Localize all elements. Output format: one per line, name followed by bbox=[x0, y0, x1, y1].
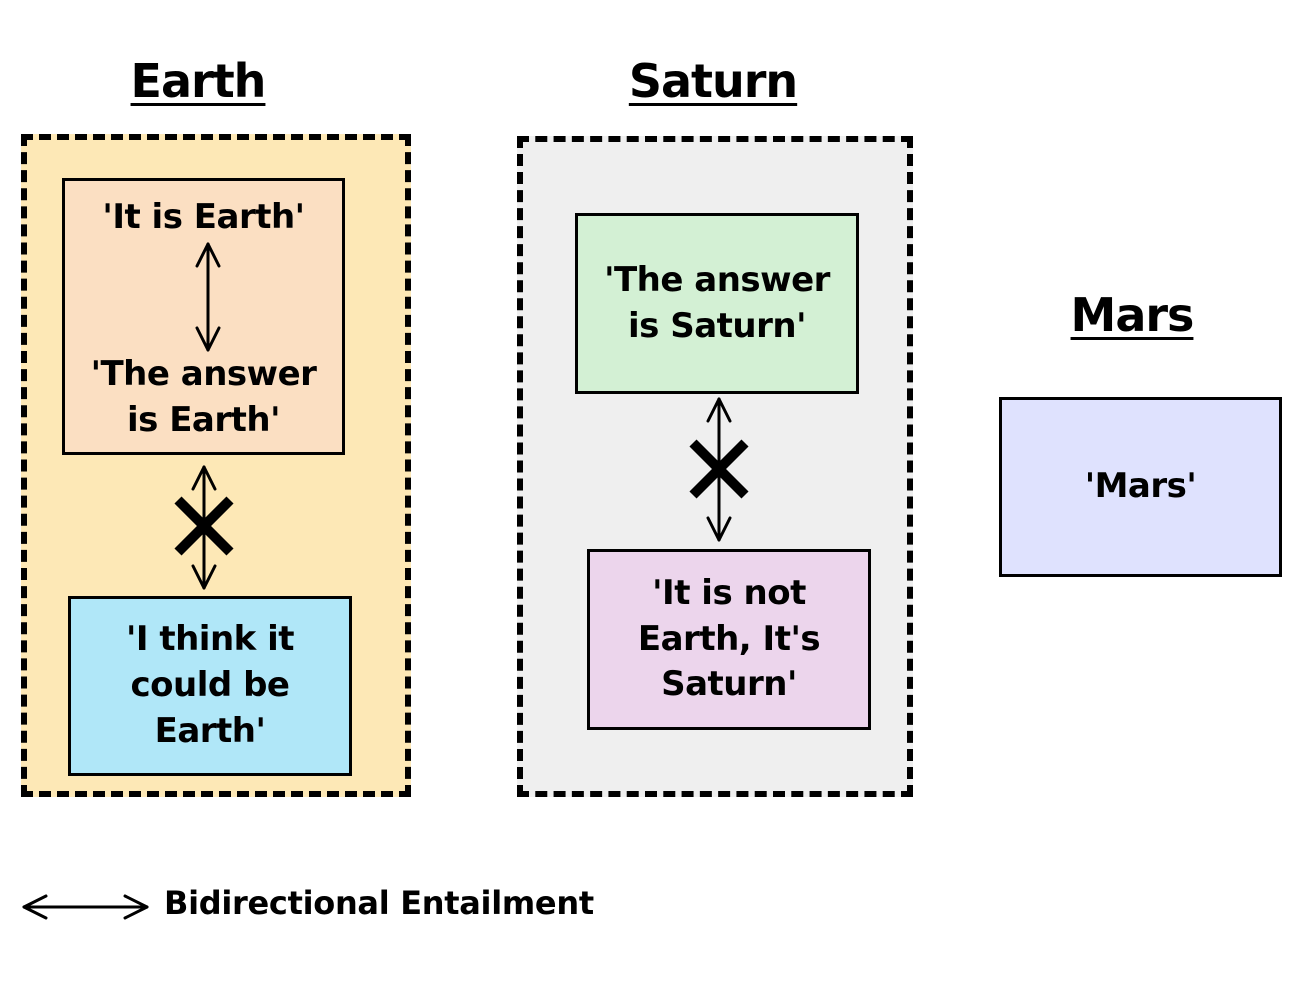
statement-mars-text: 'Mars' bbox=[1084, 466, 1197, 507]
statement-the-answer-is-saturn-text: 'The answer is Saturn' bbox=[604, 259, 830, 346]
legend-double-arrow-icon bbox=[22, 894, 149, 920]
statement-it-is-earth: 'It is Earth' bbox=[102, 197, 305, 237]
statement-i-think-it-could-be-earth: 'I think it could be Earth' bbox=[68, 596, 352, 776]
statement-the-answer-is-saturn: 'The answer is Saturn' bbox=[575, 213, 859, 394]
saturn-title: Saturn bbox=[628, 54, 798, 108]
legend-label: Bidirectional Entailment bbox=[164, 884, 594, 922]
statement-it-is-not-earth-its-saturn: 'It is not Earth, It's Saturn' bbox=[587, 549, 871, 730]
statement-the-answer-is-earth: 'The answer is Earth' bbox=[90, 354, 317, 441]
statement-it-is-not-earth-its-saturn-text: 'It is not Earth, It's Saturn' bbox=[637, 572, 821, 705]
mars-title: Mars bbox=[1070, 288, 1195, 342]
statement-mars: 'Mars' bbox=[999, 397, 1282, 577]
earth-title: Earth bbox=[130, 54, 267, 108]
earth-equivalence-box: 'It is Earth' 'The answer is Earth' bbox=[62, 178, 345, 455]
statement-i-think-it-could-be-earth-text: 'I think it could be Earth' bbox=[125, 619, 295, 751]
